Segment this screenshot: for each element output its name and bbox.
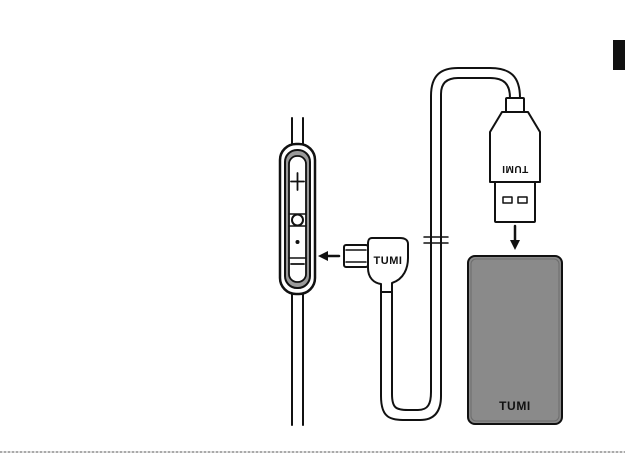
micro-usb-plug: TUMI [344,238,408,292]
power-bank: TUMI [468,256,562,424]
inline-remote [280,144,315,294]
arrow-to-remote [318,251,339,261]
power-bank-brand: TUMI [499,399,531,413]
usb-a-brand: TUMI [502,163,528,174]
microphone-dot-icon [296,240,300,244]
arrow-to-powerbank [510,226,520,250]
micro-usb-brand: TUMI [374,255,403,267]
usb-a-plug: TUMI [490,98,540,222]
